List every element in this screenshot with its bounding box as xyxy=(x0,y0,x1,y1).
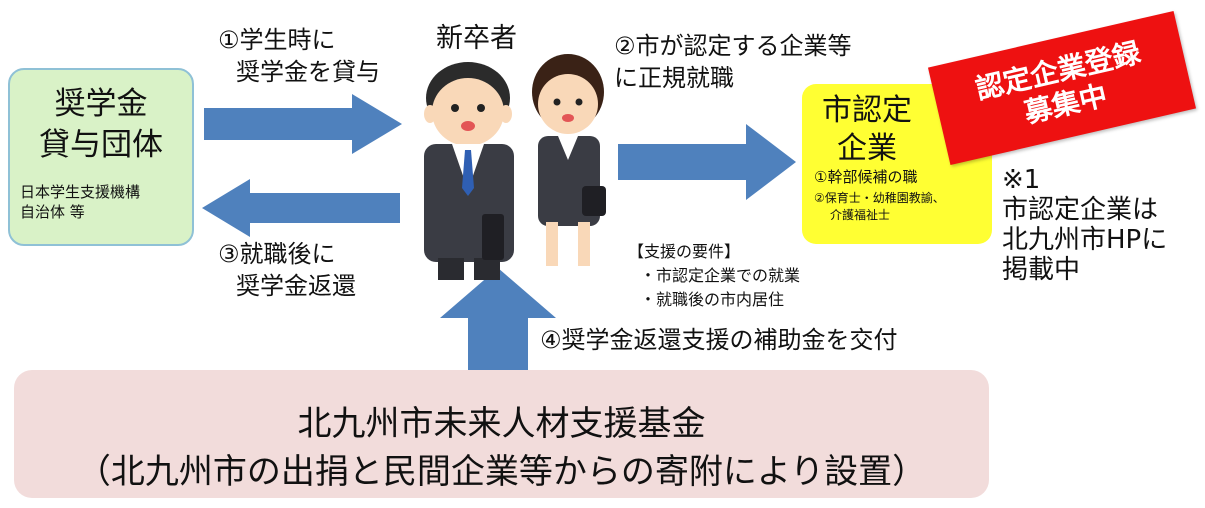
note-line4: 掲載中 xyxy=(1002,255,1081,285)
side-note: ※1 市認定企業は 北九州市HPに 掲載中 xyxy=(1002,165,1167,285)
newcomer-label: 新卒者 xyxy=(436,23,517,54)
note-line1: ※1 xyxy=(1002,165,1041,195)
lender-example-1: 日本学生支援機構 xyxy=(20,183,141,201)
step1-line2: 奨学金を貸与 xyxy=(236,58,380,86)
step2-line1: ②市が認定する企業等 xyxy=(614,32,852,60)
female-newcomer-illustration xyxy=(532,54,606,266)
arrow-repay xyxy=(202,179,400,237)
arrow-lend xyxy=(204,94,402,154)
lender-example-2: 自治体 等 xyxy=(20,203,85,221)
lender-examples: 日本学生支援機構 自治体 等 xyxy=(20,182,140,222)
requirement-executive-candidate: ①幹部候補の職 xyxy=(814,168,918,186)
note-line3: 北九州市HPに xyxy=(1002,225,1168,255)
support-requirements: 【支援の要件】 ・市認定企業での就業 ・就職後の市内居住 xyxy=(628,240,800,312)
step1-label: ①学生時に 奨学金を貸与 xyxy=(218,24,380,88)
lender-title-line2: 貸与団体 xyxy=(39,127,163,163)
step3-line1: ③就職後に xyxy=(218,240,336,268)
lender-title: 奨学金 貸与団体 xyxy=(10,84,192,166)
requirement-care-roles-line2: 介護福祉士 xyxy=(830,208,891,222)
support-requirements-title: 【支援の要件】 xyxy=(628,242,741,261)
arrow-subsidy xyxy=(440,268,556,372)
step2-line2: に正規就職 xyxy=(614,64,734,92)
male-newcomer-illustration xyxy=(424,62,514,280)
step2-label: ②市が認定する企業等 に正規就職 xyxy=(614,30,852,94)
step3-line2: 奨学金返還 xyxy=(236,272,356,300)
note-line2: 市認定企業は xyxy=(1002,195,1159,225)
support-requirement-2: ・就職後の市内居住 xyxy=(640,290,785,309)
requirement-care-roles: ②保育士・幼稚園教諭、 介護福祉士 xyxy=(814,190,945,224)
support-requirement-1: ・市認定企業での就業 xyxy=(640,266,801,285)
certified-company-title-line2: 企業 xyxy=(837,131,897,166)
fund-name: 北九州市未来人材支援基金 xyxy=(297,404,706,444)
lender-title-line1: 奨学金 xyxy=(54,86,148,122)
arrow-employment xyxy=(618,124,796,200)
step1-line1: ①学生時に xyxy=(218,26,336,54)
requirement-care-roles-line1: ②保育士・幼稚園教諭、 xyxy=(814,191,945,205)
step3-label: ③就職後に 奨学金返還 xyxy=(218,238,356,302)
fund-box: 北九州市未来人材支援基金 （北九州市の出捐と民間企業等からの寄附により設置） xyxy=(14,370,989,498)
certified-company-title-line1: 市認定 xyxy=(822,93,912,128)
fund-description: （北九州市の出捐と民間企業等からの寄附により設置） xyxy=(76,452,927,492)
scholarship-lender-box: 奨学金 貸与団体 日本学生支援機構 自治体 等 xyxy=(8,68,194,246)
step4-label: ④奨学金返還支援の補助金を交付 xyxy=(540,326,898,354)
certified-company-title: 市認定 企業 xyxy=(812,92,922,168)
